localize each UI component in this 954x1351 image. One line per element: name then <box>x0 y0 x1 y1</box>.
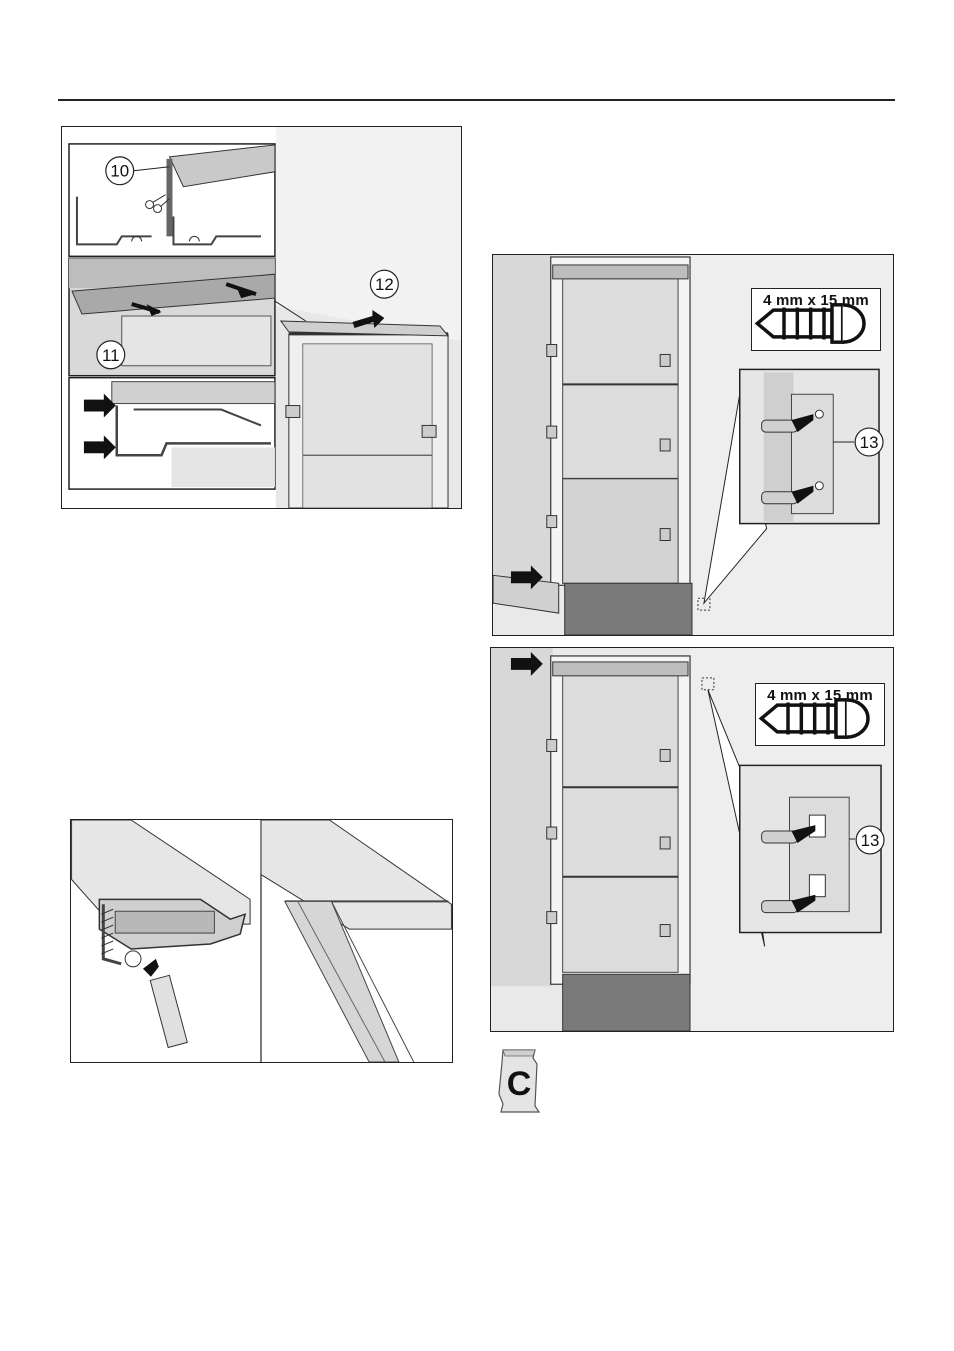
bag-shape: C <box>497 1048 541 1114</box>
trim-installation-drawing: 10 11 12 <box>62 127 461 508</box>
callout-10: 10 <box>110 162 129 181</box>
accessory-bag-icon: C <box>497 1048 541 1114</box>
screw-size-label-upper: 4 mm x 15 mm <box>755 683 885 746</box>
callout-13-upper: 13 <box>861 831 880 850</box>
figure-trim-joint <box>70 819 453 1063</box>
bag-letter: C <box>507 1065 532 1103</box>
header-rule <box>58 99 895 101</box>
screw-icon <box>752 293 880 354</box>
figure-upper-fixing: 13 4 mm x 15 mm <box>490 647 894 1032</box>
figure-lower-fixing: 13 4 mm x 15 mm <box>492 254 894 636</box>
callout-11: 11 <box>102 346 120 365</box>
screw-icon <box>756 688 884 749</box>
trim-joint-drawing <box>71 820 452 1062</box>
figure-trim-installation: 10 11 12 <box>61 126 462 509</box>
callout-12: 12 <box>375 275 394 294</box>
callout-13-lower: 13 <box>860 433 879 452</box>
screw-size-label: 4 mm x 15 mm <box>751 288 881 351</box>
